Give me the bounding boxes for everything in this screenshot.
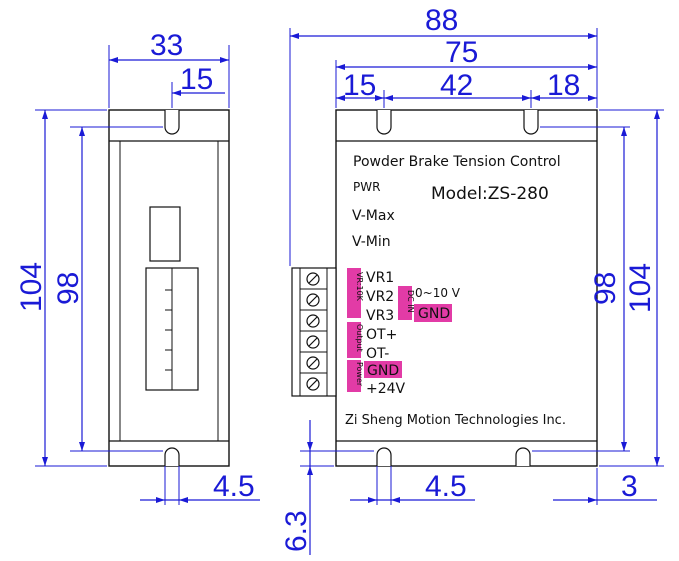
dcin-tag bbox=[398, 286, 412, 320]
vmax-label: V-Max bbox=[352, 208, 395, 224]
terminal-range: 0~10 V bbox=[415, 286, 461, 300]
screw-slot bbox=[308, 295, 318, 305]
dim-front-height-inner: 98 bbox=[589, 272, 622, 305]
terminal-vr2: VR2 bbox=[366, 289, 394, 305]
pwr-label: PWR bbox=[353, 180, 380, 194]
gnd-power-tag bbox=[364, 361, 402, 378]
terminal-vr1: VR1 bbox=[366, 270, 394, 286]
vmin-label: V-Min bbox=[352, 234, 391, 250]
dim-front-height-outer: 104 bbox=[624, 263, 657, 313]
screw-slot bbox=[308, 316, 318, 326]
model-label: Model:ZS-280 bbox=[431, 184, 549, 204]
dim-front-left-offset: 15 bbox=[343, 69, 376, 102]
dim-front-slot-depth: 6.3 bbox=[280, 510, 313, 552]
manufacturer-label: Zi Sheng Motion Technologies Inc. bbox=[345, 413, 566, 428]
front-view: Powder Brake Tension Control PWR Model:Z… bbox=[291, 109, 598, 467]
side-view bbox=[108, 109, 230, 467]
side-view-dimensions: 33 15 104 98 4.5 bbox=[15, 29, 260, 505]
dim-front-total-width: 88 bbox=[425, 4, 458, 37]
terminal-24v: +24V bbox=[366, 381, 406, 397]
dim-side-width: 33 bbox=[150, 29, 183, 62]
power-tag bbox=[347, 360, 361, 392]
terminal-screws bbox=[300, 272, 327, 391]
dim-side-slot-width: 4.5 bbox=[213, 470, 255, 503]
dcin-label: DC IN bbox=[406, 290, 415, 313]
side-view-window bbox=[149, 206, 181, 262]
output-label: Output bbox=[355, 324, 364, 352]
dim-side-slot-offset: 15 bbox=[180, 63, 213, 96]
front-view-top-right-slot bbox=[523, 110, 539, 135]
front-view-body bbox=[335, 109, 598, 467]
power-label: Power bbox=[355, 362, 364, 387]
side-view-bottom-slot bbox=[164, 447, 180, 466]
screw-slot bbox=[308, 274, 318, 284]
arrowhead bbox=[172, 90, 181, 96]
terminal-ot-plus: OT+ bbox=[366, 327, 397, 343]
arrowheads bbox=[156, 497, 188, 503]
dim-front-hole-spacing: 42 bbox=[440, 69, 473, 102]
screw-slot bbox=[308, 358, 318, 368]
dim-side-height-outer: 104 bbox=[15, 262, 48, 312]
terminal-vr3: VR3 bbox=[366, 308, 394, 324]
gnd-in-tag bbox=[414, 304, 452, 322]
dim-front-right-offset: 18 bbox=[547, 69, 580, 102]
arrowheads bbox=[368, 497, 400, 503]
screw-slot bbox=[308, 337, 318, 347]
dim-front-mount-width: 75 bbox=[445, 36, 478, 69]
arrowheads bbox=[307, 442, 313, 475]
front-view-bottom-left-slot bbox=[376, 447, 392, 466]
front-view-top-left-slot bbox=[376, 110, 392, 135]
vr10k-tag bbox=[347, 268, 361, 318]
panel-title: Powder Brake Tension Control bbox=[353, 154, 561, 170]
front-view-dimensions: 88 75 15 42 18 98 104 4.5 bbox=[280, 4, 664, 555]
terminal-gnd-in: GND bbox=[418, 306, 450, 322]
terminal-gnd-power: GND bbox=[367, 363, 399, 379]
dim-front-edge-offset: 3 bbox=[621, 470, 638, 503]
terminal-strip bbox=[291, 267, 337, 397]
dim-side-height-inner: 98 bbox=[52, 272, 85, 305]
vr10k-label: VR:10K bbox=[355, 272, 364, 302]
screw-slot bbox=[308, 379, 318, 389]
side-view-top-slot bbox=[164, 110, 180, 135]
arrowhead bbox=[588, 497, 597, 503]
arrowheads bbox=[336, 95, 597, 101]
terminal-ot-minus: OT- bbox=[366, 346, 389, 362]
front-view-bottom-right-slot bbox=[515, 447, 531, 466]
output-tag bbox=[347, 322, 361, 358]
dim-front-slot-width: 4.5 bbox=[425, 470, 467, 503]
